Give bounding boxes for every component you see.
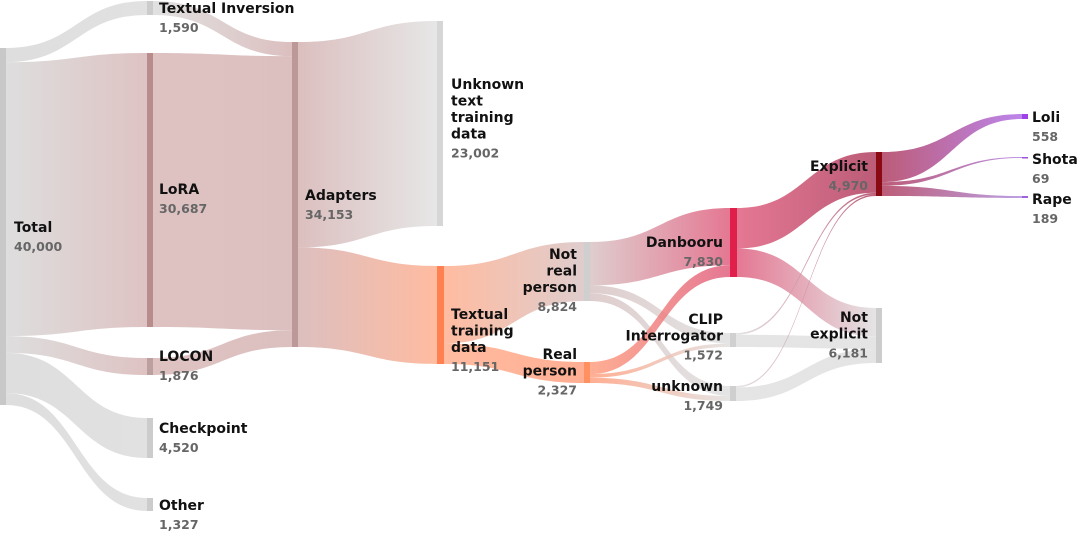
node-label-danbooru: Danbooru	[646, 235, 723, 251]
link-clip-to-explicit	[736, 192, 876, 335]
node-value-unknown_text: 23,002	[451, 146, 499, 161]
link-unknown-to-notexplicit	[736, 348, 876, 401]
node-bar-unknown	[730, 386, 736, 401]
node-value-unknown: 1,749	[683, 398, 723, 413]
node-value-adapters: 34,153	[305, 207, 353, 222]
node-value-loli: 558	[1032, 129, 1058, 144]
node-value-notreal: 8,824	[537, 299, 577, 314]
link-explicit-to-loli	[882, 114, 1022, 183]
link-notreal-to-danbooru	[590, 208, 730, 286]
link-lora-to-adapters	[153, 53, 292, 331]
node-value-checkpoint: 4,520	[159, 440, 199, 455]
node-bar-shota	[1022, 157, 1028, 159]
node-bar-textual	[437, 266, 444, 364]
node-label-notexplicit: explicit	[810, 327, 868, 343]
node-bar-checkpoint	[147, 418, 153, 458]
link-locon-to-adapters	[153, 330, 292, 375]
node-label-real: person	[523, 364, 577, 380]
node-bar-real	[584, 362, 590, 383]
link-notreal-to-unknown	[590, 293, 730, 396]
node-bar-total	[0, 48, 6, 405]
node-value-lora: 30,687	[159, 201, 207, 216]
node-value-other: 1,327	[159, 517, 199, 532]
node-label-notreal: real	[546, 264, 577, 280]
node-label-notexplicit: Not	[840, 310, 868, 326]
node-label-lora: LoRA	[159, 182, 199, 198]
node-label-notreal: Not	[549, 247, 577, 263]
node-label-rape: Rape	[1032, 192, 1072, 208]
link-explicit-to-shota	[882, 157, 1022, 186]
node-value-locon: 1,876	[159, 368, 199, 383]
node-label-total: Total	[14, 220, 52, 236]
link-adapters-to-unknown_text	[298, 21, 437, 248]
node-bar-unknown_text	[437, 21, 443, 226]
link-total-to-locon	[6, 336, 147, 375]
node-label-explicit: Explicit	[810, 159, 868, 175]
node-value-clip: 1,572	[683, 348, 723, 363]
node-label-clip: CLIP	[688, 312, 723, 328]
node-value-textual: 11,151	[451, 359, 499, 374]
node-label-unknown_text: data	[451, 127, 487, 143]
node-bar-explicit	[876, 152, 882, 196]
link-total-to-lora	[6, 53, 147, 337]
sankey-nodes	[0, 1, 1028, 511]
node-value-real: 2,327	[537, 383, 577, 398]
link-real-to-danbooru	[590, 265, 730, 375]
node-label-unknown_text: text	[451, 94, 483, 110]
node-label-unknown_text: Unknown	[451, 77, 524, 93]
link-total-to-other	[6, 393, 147, 511]
node-value-danbooru: 7,830	[683, 254, 723, 269]
link-total-to-checkpoint	[6, 352, 147, 458]
node-value-total: 40,000	[14, 239, 63, 254]
node-label-real: Real	[542, 347, 577, 363]
node-label-notreal: person	[523, 280, 577, 296]
node-label-adapters: Adapters	[305, 188, 377, 204]
node-bar-other	[147, 498, 153, 511]
link-ti-to-adapters	[153, 1, 292, 57]
link-unknown-to-explicit	[736, 194, 876, 388]
node-bar-danbooru	[730, 208, 737, 277]
node-label-textual: data	[451, 340, 487, 356]
link-danbooru-to-explicit	[737, 152, 876, 249]
node-bar-ti	[147, 1, 153, 15]
node-bar-loli	[1022, 114, 1028, 119]
link-real-to-clip	[590, 343, 730, 378]
link-adapters-to-textual	[298, 247, 437, 364]
node-label-unknown: unknown	[651, 379, 723, 395]
node-value-ti: 1,590	[159, 20, 199, 35]
node-bar-clip	[730, 333, 736, 347]
node-label-loli: Loli	[1032, 110, 1060, 126]
node-label-other: Other	[159, 498, 204, 514]
node-label-checkpoint: Checkpoint	[159, 421, 248, 437]
node-value-shota: 69	[1032, 171, 1049, 186]
link-danbooru-to-notexplicit	[737, 248, 876, 337]
node-value-notexplicit: 6,181	[828, 346, 868, 361]
node-bar-notreal	[584, 242, 590, 301]
node-label-locon: LOCON	[159, 349, 213, 365]
node-label-unknown_text: training	[451, 110, 514, 126]
link-textual-to-notreal	[444, 242, 584, 344]
link-total-to-ti	[6, 1, 147, 63]
node-label-clip: Interrogator	[626, 329, 724, 345]
node-value-rape: 189	[1032, 211, 1058, 226]
node-value-explicit: 4,970	[828, 178, 868, 193]
link-clip-to-notexplicit	[736, 334, 876, 349]
sankey-links	[6, 1, 1022, 511]
node-label-shota: Shota	[1032, 152, 1078, 168]
node-bar-locon	[147, 358, 153, 375]
node-bar-adapters	[292, 42, 298, 347]
node-label-textual: Textual	[451, 307, 508, 323]
link-textual-to-real	[444, 343, 584, 383]
node-bar-notexplicit	[876, 308, 882, 363]
link-explicit-to-rape	[882, 185, 1022, 198]
node-label-ti: Textual Inversion	[159, 1, 294, 17]
link-real-to-unknown	[590, 377, 730, 401]
node-bar-lora	[147, 53, 153, 327]
node-bar-rape	[1022, 196, 1028, 198]
node-label-textual: training	[451, 324, 514, 340]
